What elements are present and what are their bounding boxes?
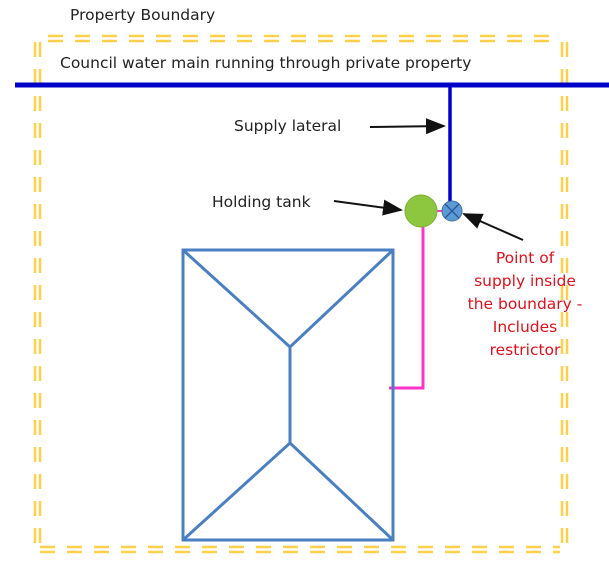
- point-of-supply-label: Point of supply inside the boundary - In…: [455, 247, 595, 362]
- valve-icon: [441, 200, 463, 222]
- holding-tank-icon: [404, 194, 438, 228]
- property-boundary-line: [33, 34, 569, 554]
- arrow-point-of-supply: [462, 213, 524, 241]
- property-boundary-label: Property Boundary: [70, 6, 216, 24]
- pink-pipe: [389, 226, 425, 390]
- point-of-supply-line: the boundary -: [467, 295, 583, 313]
- point-of-supply-line: Point of: [495, 249, 555, 267]
- point-of-supply-line: supply inside: [474, 272, 576, 290]
- point-of-supply-line: restrictor: [489, 341, 561, 359]
- holding-tank-label: Holding tank: [212, 193, 311, 211]
- supply-lateral-label: Supply lateral: [234, 117, 342, 135]
- house-roof-plan: [181, 248, 395, 542]
- water-main-label: Council water main running through priva…: [60, 54, 472, 72]
- arrow-holding-tank: [333, 199, 403, 216]
- point-of-supply-line: Includes: [492, 318, 558, 336]
- arrow-supply-lateral: [369, 118, 446, 135]
